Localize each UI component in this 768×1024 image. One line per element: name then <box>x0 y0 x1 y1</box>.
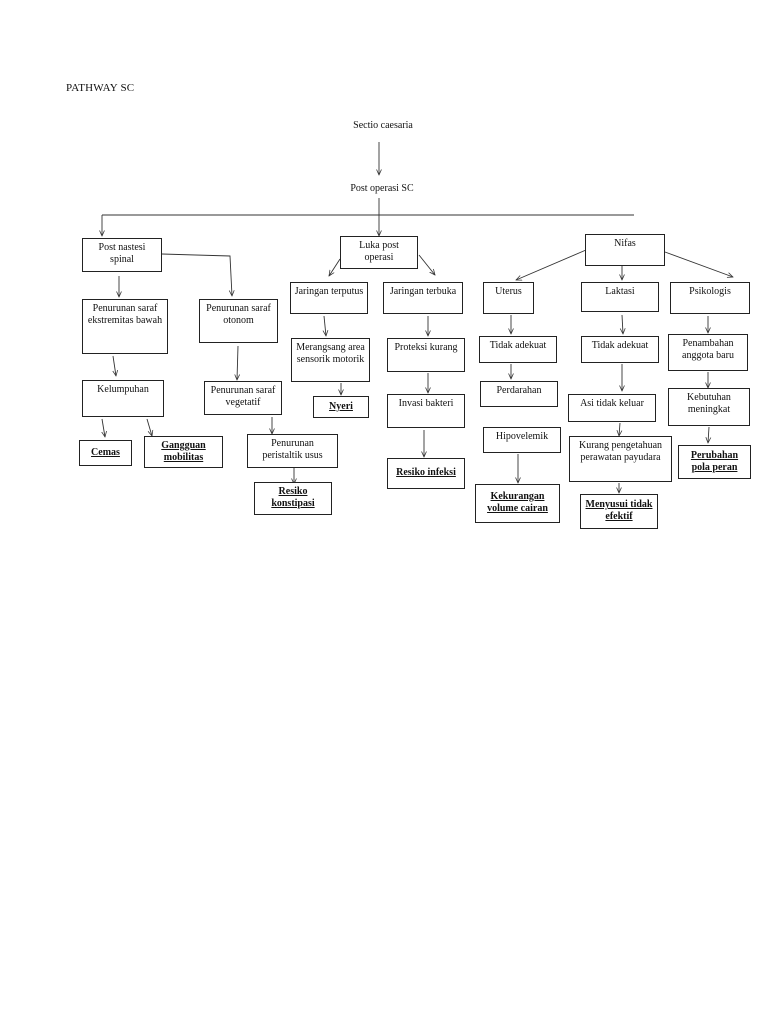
node-laktasi: Laktasi <box>581 282 659 312</box>
node-kelumpuhan: Kelumpuhan <box>82 380 164 417</box>
node-penurunan-saraf-otonom: Penurunan saraf otonom <box>199 299 278 343</box>
node-psikologis: Psikologis <box>670 282 750 314</box>
arrow-kebutuhan-to-perubahan <box>708 426 709 443</box>
node-merangsang-area-sensorik: Merangsang area sensorik motorik <box>291 338 370 382</box>
node-kurang-pengetahuan: Kurang pengetahuan perawatan payudara <box>569 436 672 482</box>
arrow-kelumpuhan-to-cemas <box>102 418 105 437</box>
node-jaringan-terbuka: Jaringan terbuka <box>383 282 463 314</box>
node-hipovelemik: Hipovelemik <box>483 427 561 453</box>
node-penurunan-saraf-vegetatif: Penurunan saraf vegetatif <box>204 381 282 415</box>
node-kebutuhan-meningkat: Kebutuhan meningkat <box>668 388 750 426</box>
node-resiko-infeksi-diagnosis: Resiko infeksi <box>387 458 465 489</box>
node-invasi-bakteri: Invasi bakteri <box>387 394 465 428</box>
arrow-ekstremitas-to-kelumpuhan <box>113 355 116 376</box>
node-post-operasi-sc: Post operasi SC <box>350 183 414 194</box>
arrow-asi-to-kurang <box>619 422 620 436</box>
node-post-nastesi-spinal: Post nastesi spinal <box>82 238 162 272</box>
node-uterus: Uterus <box>483 282 534 314</box>
node-perdarahan: Perdarahan <box>480 381 558 407</box>
node-resiko-konstipasi-diagnosis: Resiko konstipasi <box>254 482 332 515</box>
arrow-nifas-to-psikologis <box>664 251 733 277</box>
node-gangguan-mobilitas-diagnosis: Gangguan mobilitas <box>144 436 223 468</box>
node-menyusui-tidak-efektif-diagnosis: Menyusui tidak efektif <box>580 494 658 529</box>
page-title: PATHWAY SC <box>66 82 135 94</box>
node-penurunan-saraf-ekstremitas: Penurunan saraf ekstremitas bawah <box>82 299 168 354</box>
node-kekurangan-volume-cairan-diagnosis: Kekurangan volume cairan <box>475 484 560 523</box>
node-cemas-diagnosis: Cemas <box>79 440 132 466</box>
arrow-laktasi-to-tidak-adekuat <box>622 314 623 334</box>
node-tidak-adekuat-uterus: Tidak adekuat <box>479 336 557 363</box>
node-nifas: Nifas <box>585 234 665 266</box>
arrow-luka-to-terbuka <box>418 254 435 275</box>
node-perubahan-pola-peran-diagnosis: Perubahan pola peran <box>678 445 751 479</box>
arrow-post-nastesi-to-otonom <box>161 253 232 296</box>
node-jaringan-terputus: Jaringan terputus <box>290 282 368 314</box>
arrow-nifas-to-uterus <box>516 249 587 280</box>
node-sectio-caesaria: Sectio caesaria <box>353 120 413 131</box>
node-nyeri-diagnosis: Nyeri <box>313 396 369 418</box>
arrow-terputus-to-merangsang <box>324 315 326 336</box>
arrow-kelumpuhan-to-gangguan <box>146 418 152 436</box>
arrow-luka-to-terputus <box>329 258 341 276</box>
node-asi-tidak-keluar: Asi tidak keluar <box>568 394 656 422</box>
node-proteksi-kurang: Proteksi kurang <box>387 338 465 372</box>
node-penambahan-anggota-baru: Penambahan anggota baru <box>668 334 748 371</box>
node-tidak-adekuat-laktasi: Tidak adekuat <box>581 336 659 363</box>
node-luka-post-operasi: Luka post operasi <box>340 236 418 269</box>
node-penurunan-peristaltik-usus: Penurunan peristaltik usus <box>247 434 338 468</box>
arrow-otonom-to-vegetatif <box>237 345 238 380</box>
